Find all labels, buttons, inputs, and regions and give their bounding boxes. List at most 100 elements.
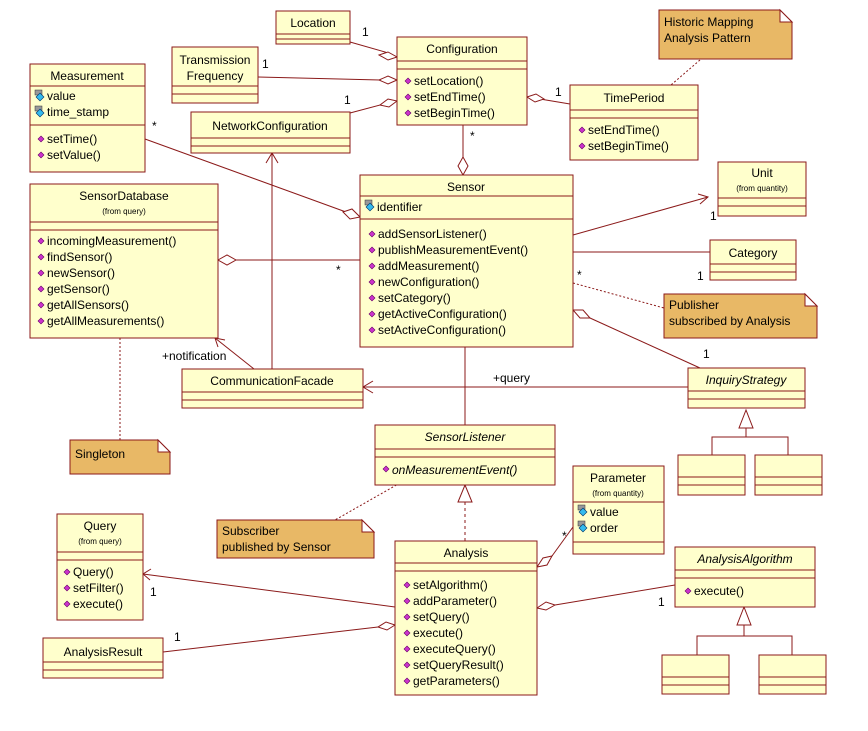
operation: setActiveConfiguration(): [378, 323, 506, 337]
edge-measurement-sensor: [144, 138, 347, 213]
class-name: CommunicationFacade: [210, 374, 334, 388]
note-subscriber[interactable]: Subscriber published by Sensor: [216, 518, 376, 559]
class-name: Query: [84, 519, 117, 533]
operation: setLocation(): [414, 74, 483, 88]
package-label: (from quantity): [736, 184, 788, 193]
edge-facade-sensordatabase: [214, 337, 255, 370]
multiplicity-label: 1: [344, 93, 351, 107]
class-transmission-frequency[interactable]: Transmission Frequency: [171, 46, 259, 104]
note-historic-mapping[interactable]: Historic Mapping Analysis Pattern: [658, 8, 794, 60]
edges: [119, 41, 793, 655]
multiplicity-label: 1: [362, 25, 369, 39]
arrowhead: [697, 193, 710, 205]
generalization-triangle: [738, 408, 754, 429]
multiplicity-labels: 1 1 1 1 * * 1 1 * * 1 +notification +que…: [150, 25, 717, 644]
class-algorithm-subclass-2[interactable]: [758, 654, 827, 695]
edge-inquiry-sub1: [711, 428, 747, 455]
class-analysis-algorithm[interactable]: AnalysisAlgorithm execute(): [674, 546, 816, 608]
class-communication-facade[interactable]: CommunicationFacade: [181, 368, 364, 409]
operation: execute(): [73, 597, 123, 611]
class-analysis[interactable]: Analysis setAlgorithm() addParameter() s…: [394, 540, 538, 696]
role-label: +notification: [162, 349, 226, 363]
class-category[interactable]: Category: [709, 239, 797, 281]
class-name: NetworkConfiguration: [212, 119, 327, 133]
operation: executeQuery(): [413, 642, 496, 656]
class-sensor-database[interactable]: SensorDatabase (from query) incomingMeas…: [29, 183, 219, 339]
edge-analysis-query: [142, 573, 396, 608]
aggregation-diamond: [378, 98, 399, 108]
note-text: Publisher: [669, 298, 719, 312]
class-sensor-listener[interactable]: SensorListener onMeasurementEvent(): [374, 424, 556, 486]
operation: setBeginTime(): [414, 106, 495, 120]
operation: setEndTime(): [588, 123, 660, 137]
edge-analysis-algorithm: [554, 584, 676, 606]
operation: setQueryResult(): [413, 658, 504, 672]
multiplicity-label: *: [336, 263, 341, 277]
operation: newSensor(): [47, 266, 115, 280]
note-text: Historic Mapping: [664, 15, 753, 29]
class-analysis-result[interactable]: AnalysisResult: [42, 637, 164, 679]
multiplicity-label: 1: [262, 57, 269, 71]
note-text: Singleton: [75, 447, 125, 461]
class-name: AnalysisAlgorithm: [696, 552, 792, 566]
generalization-triangle: [736, 605, 752, 626]
operation: Query(): [73, 565, 114, 579]
operation: execute(): [694, 584, 744, 598]
class-name: Configuration: [426, 42, 497, 56]
note-publisher[interactable]: Publisher subscribed by Analysis: [663, 292, 819, 339]
generalization-triangle: [457, 483, 473, 503]
operation: publishMeasurementEvent(): [378, 243, 528, 257]
aggregation-diamond: [457, 155, 469, 177]
multiplicity-label: 1: [658, 595, 665, 609]
multiplicity-label: 1: [697, 269, 704, 283]
edge-inquiry-sub2: [746, 436, 789, 455]
multiplicity-label: *: [152, 119, 157, 133]
class-algorithm-subclass-1[interactable]: [661, 654, 730, 695]
attribute: value: [590, 505, 619, 519]
class-parameter[interactable]: Parameter (from quantity) value order: [572, 465, 665, 555]
aggregation-diamond: [376, 621, 397, 631]
operation: setCategory(): [378, 291, 451, 305]
class-name: InquiryStrategy: [706, 373, 788, 387]
class-query[interactable]: Query (from query) Query() setFilter() e…: [56, 513, 144, 621]
operation: getSensor(): [47, 282, 110, 296]
note-singleton[interactable]: Singleton: [69, 438, 172, 475]
class-name: SensorListener: [425, 430, 507, 444]
class-name: Transmission: [180, 53, 251, 67]
operation: getAllSensors(): [47, 298, 129, 312]
class-configuration[interactable]: Configuration setLocation() setEndTime()…: [396, 36, 528, 126]
attribute: order: [590, 521, 618, 535]
class-inquiry-strategy[interactable]: InquiryStrategy: [687, 367, 806, 409]
multiplicity-label: 1: [174, 630, 181, 644]
class-name: Frequency: [187, 69, 244, 83]
edge-parameter-analysis: [551, 526, 574, 557]
operation: addMeasurement(): [378, 259, 479, 273]
aggregation-diamond: [216, 254, 238, 266]
class-name: Category: [729, 246, 778, 260]
note-text: Subscriber: [222, 524, 279, 538]
class-measurement[interactable]: Measurement value time_stamp setTime() s…: [29, 63, 146, 173]
class-network-configuration[interactable]: NetworkConfiguration: [190, 111, 351, 154]
aggregation-diamond: [535, 601, 557, 611]
aggregation-diamond: [377, 75, 399, 85]
multiplicity-label: 1: [703, 347, 710, 361]
class-sensor[interactable]: Sensor identifier addSensorListener() pu…: [359, 174, 574, 348]
class-time-period[interactable]: TimePeriod setEndTime() setBeginTime(): [569, 84, 699, 161]
operation: setFilter(): [73, 581, 124, 595]
operation: findSensor(): [47, 250, 112, 264]
attribute: time_stamp: [47, 105, 109, 119]
class-unit[interactable]: Unit (from quantity): [717, 161, 807, 217]
operation: onMeasurementEvent(): [392, 463, 517, 477]
multiplicity-label: 1: [555, 85, 562, 99]
operation: execute(): [413, 626, 463, 640]
class-inquiry-subclass-1[interactable]: [677, 454, 746, 496]
operation: newConfiguration(): [378, 275, 479, 289]
operation: setTime(): [47, 132, 97, 146]
class-name: SensorDatabase: [79, 189, 169, 203]
aggregation-diamond: [571, 309, 592, 319]
class-inquiry-subclass-2[interactable]: [754, 454, 823, 496]
edge-result-analysis: [162, 626, 379, 653]
class-location[interactable]: Location: [275, 10, 351, 45]
note-connector-subscriber: [334, 482, 401, 521]
